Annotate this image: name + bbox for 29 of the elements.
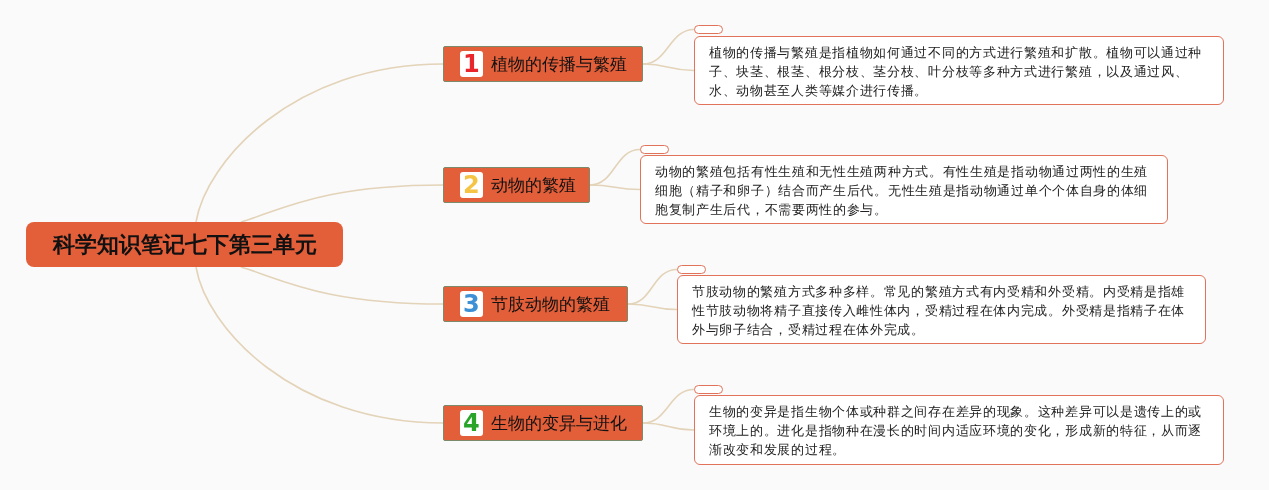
- topic-label: 动物的繁殖: [490, 173, 576, 197]
- topic-box: [443, 167, 590, 203]
- tab-shape: [640, 145, 669, 154]
- note-box: 生物的变异是指生物个体或种群之间存在差异的现象。这种差异可以是遗传上的或环境上的。进化是指物种在漫长的时间内适应环境的变化，形成新的特征，从而逐渐改变和发展的过程。: [694, 395, 1224, 465]
- connector-line: [195, 63, 444, 223]
- connector-line: [589, 184, 641, 191]
- connector-line: [240, 266, 444, 305]
- connector-line: [642, 422, 695, 431]
- number-label: 1: [460, 51, 483, 77]
- topic-label: 植物的传播与繁殖: [490, 52, 627, 76]
- topic-box: [443, 286, 628, 322]
- tab-shape: [677, 265, 706, 274]
- topic-box: [443, 46, 643, 82]
- root-topic-box: 科学知识笔记七下第三单元: [26, 222, 343, 267]
- topic-label: 生物的变异与进化: [490, 411, 627, 435]
- connector-line: [240, 184, 444, 223]
- number-label: 2: [460, 172, 483, 198]
- topic-label: 节肢动物的繁殖: [490, 292, 610, 316]
- connector-line: [627, 303, 678, 311]
- connector-line: [195, 266, 444, 424]
- tab-shape: [694, 25, 723, 34]
- note-box: 植物的传播与繁殖是指植物如何通过不同的方式进行繁殖和扩散。植物可以通过种子、块茎、根茎、根分枝、茎分枝、叶分枝等多种方式进行繁殖，以及通过风、水、动物甚至人类等媒介进行传播。: [694, 36, 1224, 105]
- note-box: 节肢动物的繁殖方式多种多样。常见的繁殖方式有内受精和外受精。内受精是指雄性节肢动物将精子直接传入雌性体内，受精过程在体内完成。外受精是指精子在体外与卵子结合，受精过程在体外完成。: [677, 275, 1206, 344]
- tab-shape: [694, 385, 723, 394]
- note-box: 动物的繁殖包括有性生殖和无性生殖两种方式。有性生殖是指动物通过两性的生殖细胞（精子和卵子）结合而产生后代。无性生殖是指动物通过单个个体自身的体细胞复制产生后代，不需要两性的参与。: [640, 155, 1168, 224]
- number-label: 3: [460, 291, 483, 317]
- number-label: 4: [460, 410, 483, 436]
- topic-box: [443, 405, 643, 441]
- connector-line: [642, 63, 695, 72]
